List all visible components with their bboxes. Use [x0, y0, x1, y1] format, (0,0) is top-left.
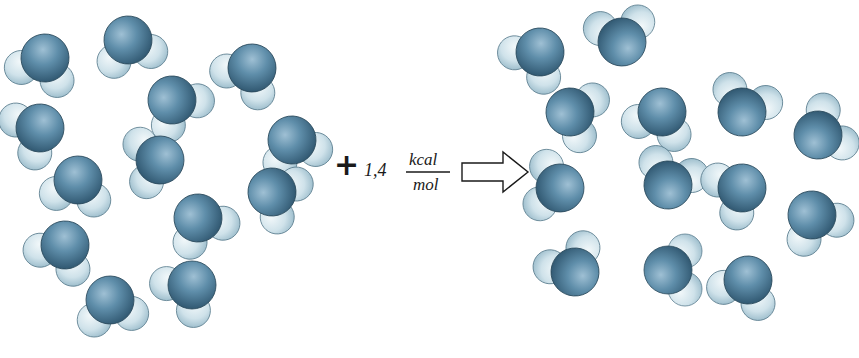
energy-unit: mol: [413, 176, 439, 193]
reaction-arrow: [462, 152, 528, 192]
fraction-bar: [406, 171, 450, 172]
plus-sign: +: [334, 150, 359, 180]
energy-value: 1,4: [364, 161, 387, 179]
energy-unit: kcal: [409, 151, 437, 168]
